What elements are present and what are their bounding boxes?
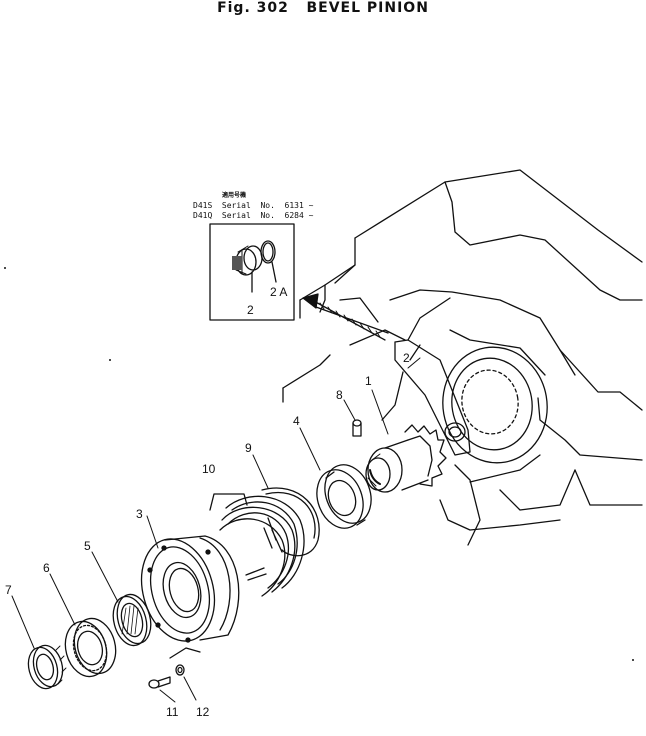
callout-10: 10 — [202, 462, 216, 476]
serial-row-d41q: D41Q Serial No. 6284 ~ — [193, 210, 313, 221]
pinion-cage-arm — [394, 339, 471, 456]
callout-8: 8 — [336, 388, 343, 402]
callout-3: 3 — [136, 507, 143, 521]
callout-9: 9 — [245, 441, 252, 455]
callout-12: 12 — [196, 705, 210, 719]
inset-label-2: 2 — [247, 303, 254, 317]
inset-label-2a: 2 A — [270, 285, 287, 299]
spline-shaft — [302, 293, 389, 341]
figure-title: Fig. 302 BEVEL PINION — [217, 0, 429, 16]
part-10-shims — [209, 493, 305, 597]
callout-5: 5 — [84, 539, 91, 553]
applicability-heading: 適用号機 — [222, 192, 247, 199]
part-8-bolt — [352, 419, 362, 437]
serial-text: Serial No. 6131 ~ — [221, 201, 314, 210]
callout-7: 7 — [5, 583, 12, 597]
serial-row-d41s: D41S Serial No. 6131 ~ — [193, 200, 313, 211]
assembly-leader — [169, 647, 201, 659]
part-12-washer — [175, 664, 185, 676]
final-drive-housing — [282, 169, 643, 546]
inset-box — [209, 223, 295, 321]
callout-2: 2 — [403, 351, 410, 365]
part-7-oil-seal — [27, 644, 67, 690]
callout-11: 11 — [166, 705, 179, 719]
callout-4: 4 — [293, 414, 300, 428]
serial-model: D41S — [193, 201, 213, 210]
part-4-bearing — [316, 464, 372, 529]
part-3-cage — [140, 535, 240, 643]
part-1-bevel-pinion — [365, 424, 447, 493]
serial-model: D41Q — [193, 211, 213, 220]
part-5-bearing-cup — [112, 593, 152, 647]
callout-6: 6 — [43, 561, 50, 575]
callouts: 2 2 A 1 2 3 4 5 6 7 8 9 10 11 12 — [5, 285, 410, 719]
part-11-bolt — [148, 676, 171, 689]
leader-lines — [11, 357, 421, 703]
callout-1: 1 — [365, 374, 372, 388]
part-6-bearing — [64, 617, 117, 678]
serial-text: Serial No. 6284 ~ — [221, 211, 314, 220]
